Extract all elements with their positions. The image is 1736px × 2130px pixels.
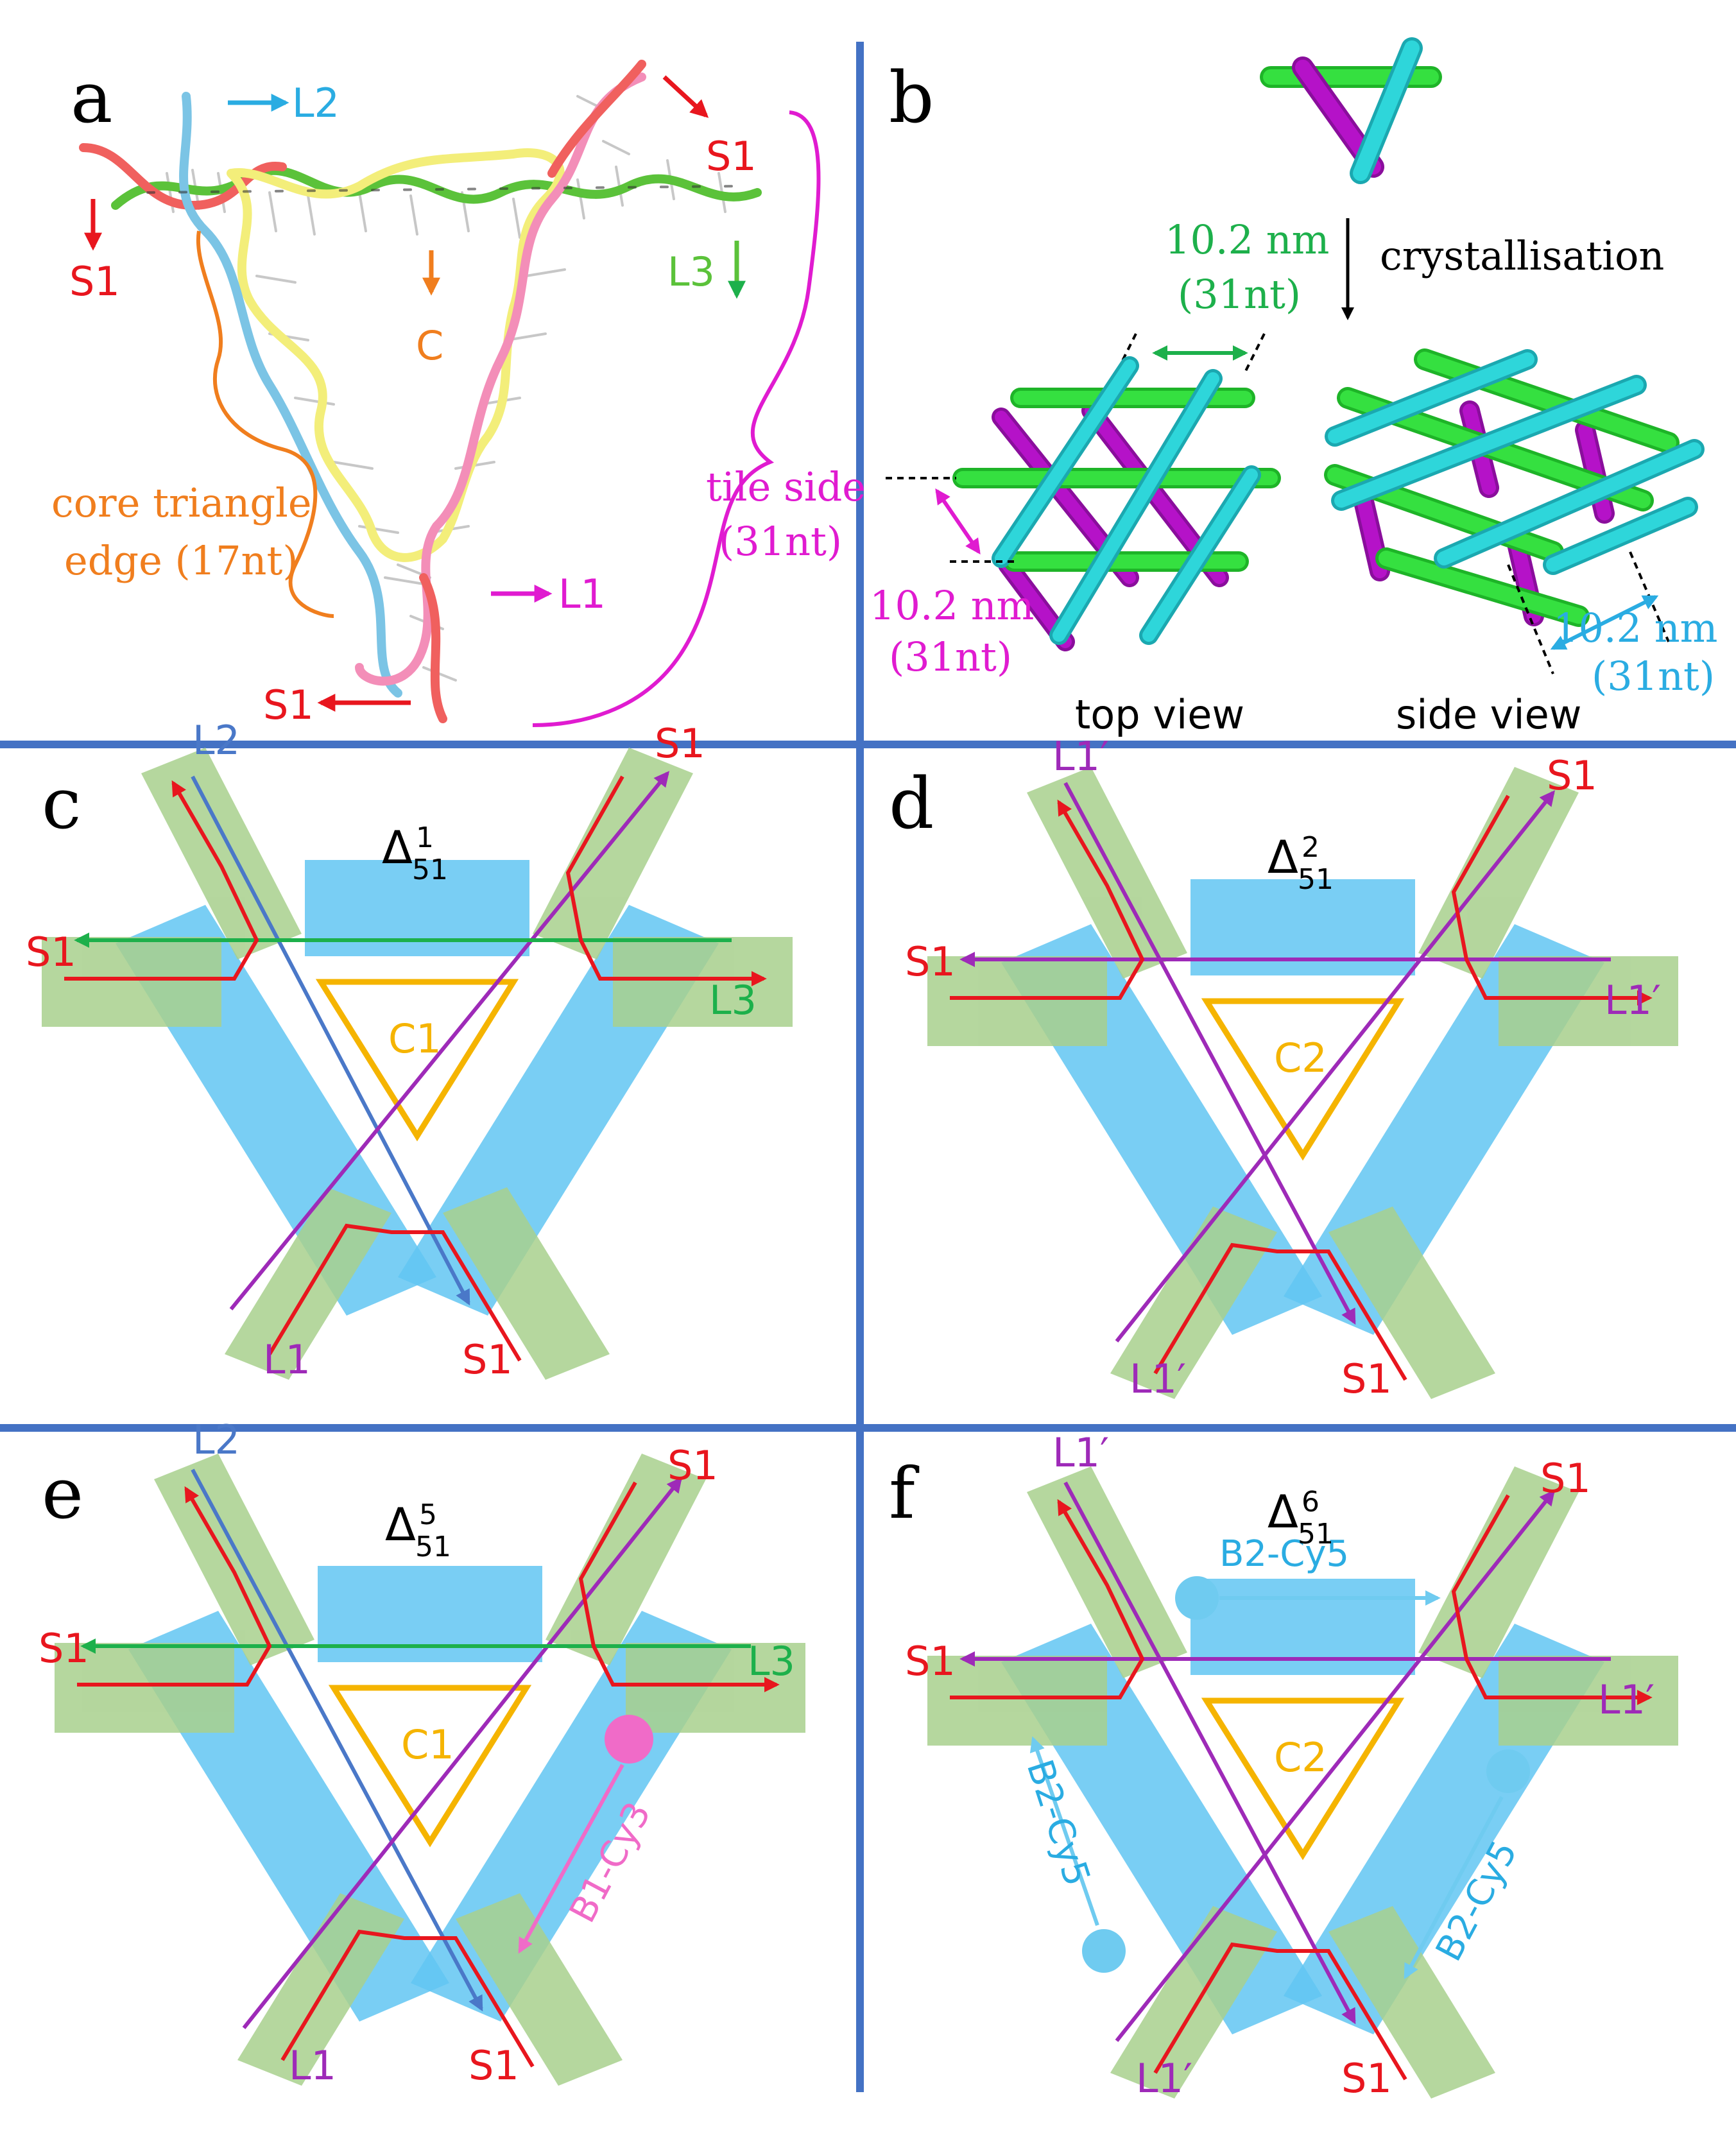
panel-letter-f: f (889, 1452, 920, 1534)
panel-letter-e: e (42, 1452, 83, 1534)
label-tl-c: L2 (193, 717, 240, 764)
label-ml-c: S1 (26, 929, 76, 975)
top-view-lattice (952, 356, 1281, 651)
label-c: C (416, 322, 443, 369)
label-mr-f: L1′ (1598, 1676, 1654, 1723)
label-ml-e: S1 (39, 1625, 89, 1672)
label-mr-d: L1′ (1604, 977, 1661, 1024)
green-dim-2: (31nt) (1178, 271, 1301, 318)
tile-schematic-d: C2 L1′ S1 S1 L1′ L1′ S1 (905, 733, 1678, 1402)
title-sub-d: 51 (1298, 863, 1334, 896)
panel-letter-a: a (71, 56, 113, 139)
label-s1-topright: S1 (706, 133, 757, 180)
panel-f: f C2 L1′ S1 S1 L1′ L1′ S1 B2-Cy5 B2-Cy5 (889, 1429, 1678, 2102)
tile-side-label-1: tile side (706, 463, 866, 510)
core-edge-brace (196, 230, 334, 618)
top-view-label: top view (1075, 691, 1244, 738)
cy5-dye-marker-right (1486, 1749, 1530, 1793)
label-mr-e: L3 (748, 1638, 795, 1685)
label-l1: L1 (558, 571, 606, 617)
title-sup-e: 5 (419, 1499, 437, 1531)
cy5-dye-marker-left (1082, 1929, 1126, 1973)
label-tr-f: S1 (1540, 1455, 1591, 1502)
label-tl-e: L2 (193, 1416, 240, 1463)
panel-letter-d: d (889, 762, 934, 845)
title-sup-c: 1 (416, 821, 434, 854)
core-label-e: C1 (401, 1721, 454, 1768)
label-l2: L2 (292, 80, 339, 126)
label-s1-bottom: S1 (263, 682, 314, 728)
title-sub-e: 51 (415, 1531, 451, 1563)
core-triangle-label-2: edge (17nt) (64, 537, 298, 584)
crystallisation-label: crystallisation (1380, 232, 1664, 279)
title-d: Δ (1268, 831, 1298, 884)
tile-side-label-2: (31nt) (719, 518, 842, 565)
label-l3: L3 (667, 248, 715, 295)
panel-a: a (51, 56, 866, 728)
label-ml-f: S1 (905, 1638, 956, 1685)
core-label-f: C2 (1274, 1734, 1327, 1781)
label-ml-d: S1 (905, 938, 956, 985)
panel-d: d C2 L1′ S1 S1 L1′ L1′ S1 Δ 2 51 (889, 733, 1678, 1402)
single-tile-rods (1260, 37, 1442, 184)
label-br-f: S1 (1341, 2055, 1392, 2102)
label-tl-f: L1′ (1053, 1429, 1109, 1476)
panel-b: b crystallisation 10.2 nm (31nt) (870, 37, 1717, 738)
side-view-label: side view (1396, 691, 1582, 738)
dna-helix-structure (79, 60, 762, 723)
title-sub-c: 51 (412, 854, 448, 886)
label-tr-c: S1 (655, 720, 705, 767)
label-tr-e: S1 (667, 1442, 718, 1489)
marker-label-top-f: B2-Cy5 (1219, 1533, 1349, 1575)
label-bl-d: L1′ (1130, 1355, 1186, 1402)
tile-side-brace (532, 110, 821, 727)
title-sup-d: 2 (1302, 831, 1319, 864)
cy3-dye-marker (605, 1715, 653, 1764)
label-br-e: S1 (468, 2042, 519, 2089)
panel-e: e C1 L2 S1 S1 L3 L1 S1 B1-Cy3 Δ 5 51 (39, 1416, 805, 2089)
label-s1-left: S1 (69, 258, 120, 305)
title-e: Δ (385, 1499, 416, 1551)
magenta-dim-2: (31nt) (889, 633, 1012, 680)
magenta-dim-1: 10.2 nm (870, 582, 1034, 629)
green-dim-1: 10.2 nm (1165, 216, 1329, 263)
title-f: Δ (1268, 1486, 1298, 1538)
side-view-lattice (1324, 348, 1705, 627)
label-bl-c: L1 (263, 1336, 311, 1383)
core-label-c: C1 (388, 1015, 442, 1062)
title-sub-f: 51 (1298, 1518, 1334, 1550)
label-bl-f: L1′ (1136, 2055, 1192, 2102)
label-bl-e: L1 (289, 2042, 336, 2089)
core-label-d: C2 (1274, 1035, 1327, 1081)
panel-letter-c: c (42, 762, 82, 845)
label-br-c: S1 (462, 1336, 513, 1383)
core-triangle-label-1: core triangle (51, 479, 312, 526)
panel-c: c C1 L2 S1 S1 L3 L1 S1 Δ 1 51 (26, 717, 793, 1383)
label-mr-c: L3 (709, 977, 757, 1024)
cyan-dim-2: (31nt) (1592, 653, 1715, 700)
label-br-d: S1 (1341, 1355, 1392, 1402)
label-tl-d: L1′ (1053, 733, 1109, 780)
title-c: Δ (382, 821, 413, 874)
panel-letter-b: b (889, 56, 934, 139)
cy5-dye-marker-top (1175, 1576, 1219, 1620)
tile-schematic-c: C1 L2 S1 S1 L3 L1 S1 (26, 717, 793, 1383)
label-tr-d: S1 (1547, 752, 1597, 799)
cyan-dim-1: 10.2 nm (1553, 605, 1717, 651)
title-sup-f: 6 (1302, 1486, 1319, 1518)
